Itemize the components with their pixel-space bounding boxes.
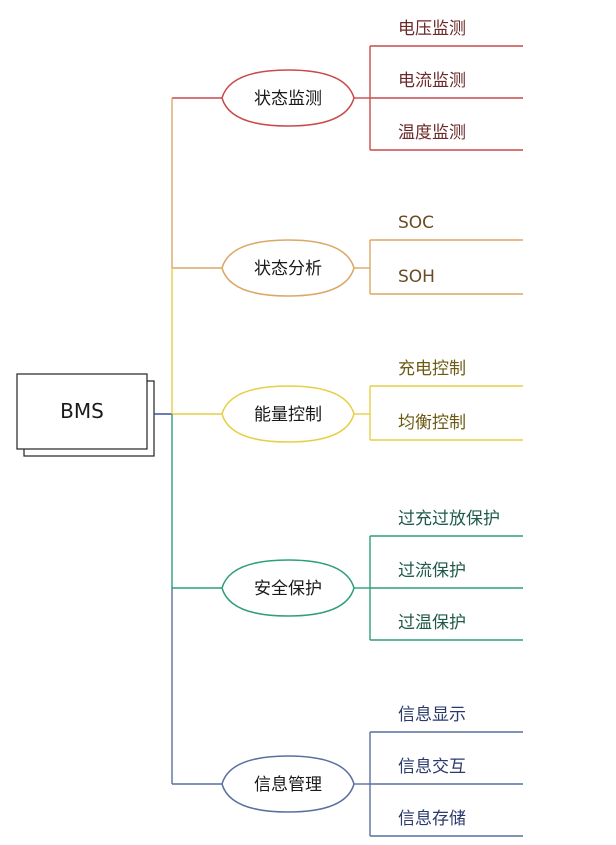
leaf-label[interactable]: 过流保护 [398, 561, 466, 581]
leaf-label[interactable]: 信息显示 [398, 705, 466, 725]
leaf-label[interactable]: 电压监测 [398, 19, 466, 39]
category-label: 状态监测 [254, 89, 322, 109]
leaf-label[interactable]: 温度监测 [398, 123, 466, 143]
leaf-label[interactable]: 信息存储 [398, 809, 466, 829]
root-box [16, 373, 148, 450]
root-label: BMS [60, 399, 104, 423]
category-label: 信息管理 [254, 775, 322, 795]
leaf-label[interactable]: 过充过放保护 [398, 509, 500, 529]
leaf-label[interactable]: 过温保护 [398, 613, 466, 633]
leaf-label[interactable]: 信息交互 [398, 757, 466, 777]
leaf-label[interactable]: SOC [398, 213, 434, 233]
category-label: 安全保护 [254, 579, 322, 599]
category-label: 能量控制 [254, 405, 322, 425]
category-label: 状态分析 [254, 259, 322, 279]
leaf-label[interactable]: SOH [398, 267, 435, 287]
leaf-label[interactable]: 均衡控制 [398, 413, 466, 433]
leaf-label[interactable]: 充电控制 [398, 359, 466, 379]
leaf-label[interactable]: 电流监测 [398, 71, 466, 91]
root-node[interactable]: BMS [16, 373, 155, 457]
